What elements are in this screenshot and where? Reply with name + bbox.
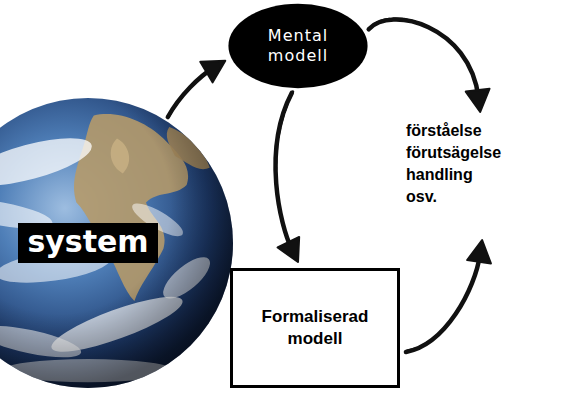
node-label: Mental modell [256,26,340,66]
ellipse-fill [228,4,367,88]
curved-arrow [276,92,300,262]
arrow-line [169,68,213,116]
arrow-head [200,61,225,83]
earth-globe: system [0,98,233,388]
node-label: förståelse förutsägelse handling osv. [406,120,501,208]
arrow-head [467,240,491,263]
arrow-line [369,19,479,98]
arrow-line [407,254,480,351]
arrow-line [370,19,479,98]
arrow-line [168,68,213,117]
outcome-text-block: förståelse förutsägelse handling osv. [406,120,501,208]
system-label: system [18,223,157,263]
mental-model-ellipse: Mental modell [227,3,369,89]
curved-arrow [406,240,491,352]
arrow-head [278,237,300,262]
curved-arrow [369,19,490,112]
process-box: Formaliserad modell [230,268,400,388]
node-content: förståelse förutsägelse handling osv. [406,120,501,208]
node-content: system [0,98,233,388]
arrow-line [406,254,480,352]
curved-arrow [168,61,225,117]
node-label: Formaliserad modell [245,306,385,350]
node-content: Formaliserad modell [233,271,397,385]
node-content: Mental modell [227,3,369,89]
arrow-line [276,92,293,250]
arrow-head [466,89,490,112]
